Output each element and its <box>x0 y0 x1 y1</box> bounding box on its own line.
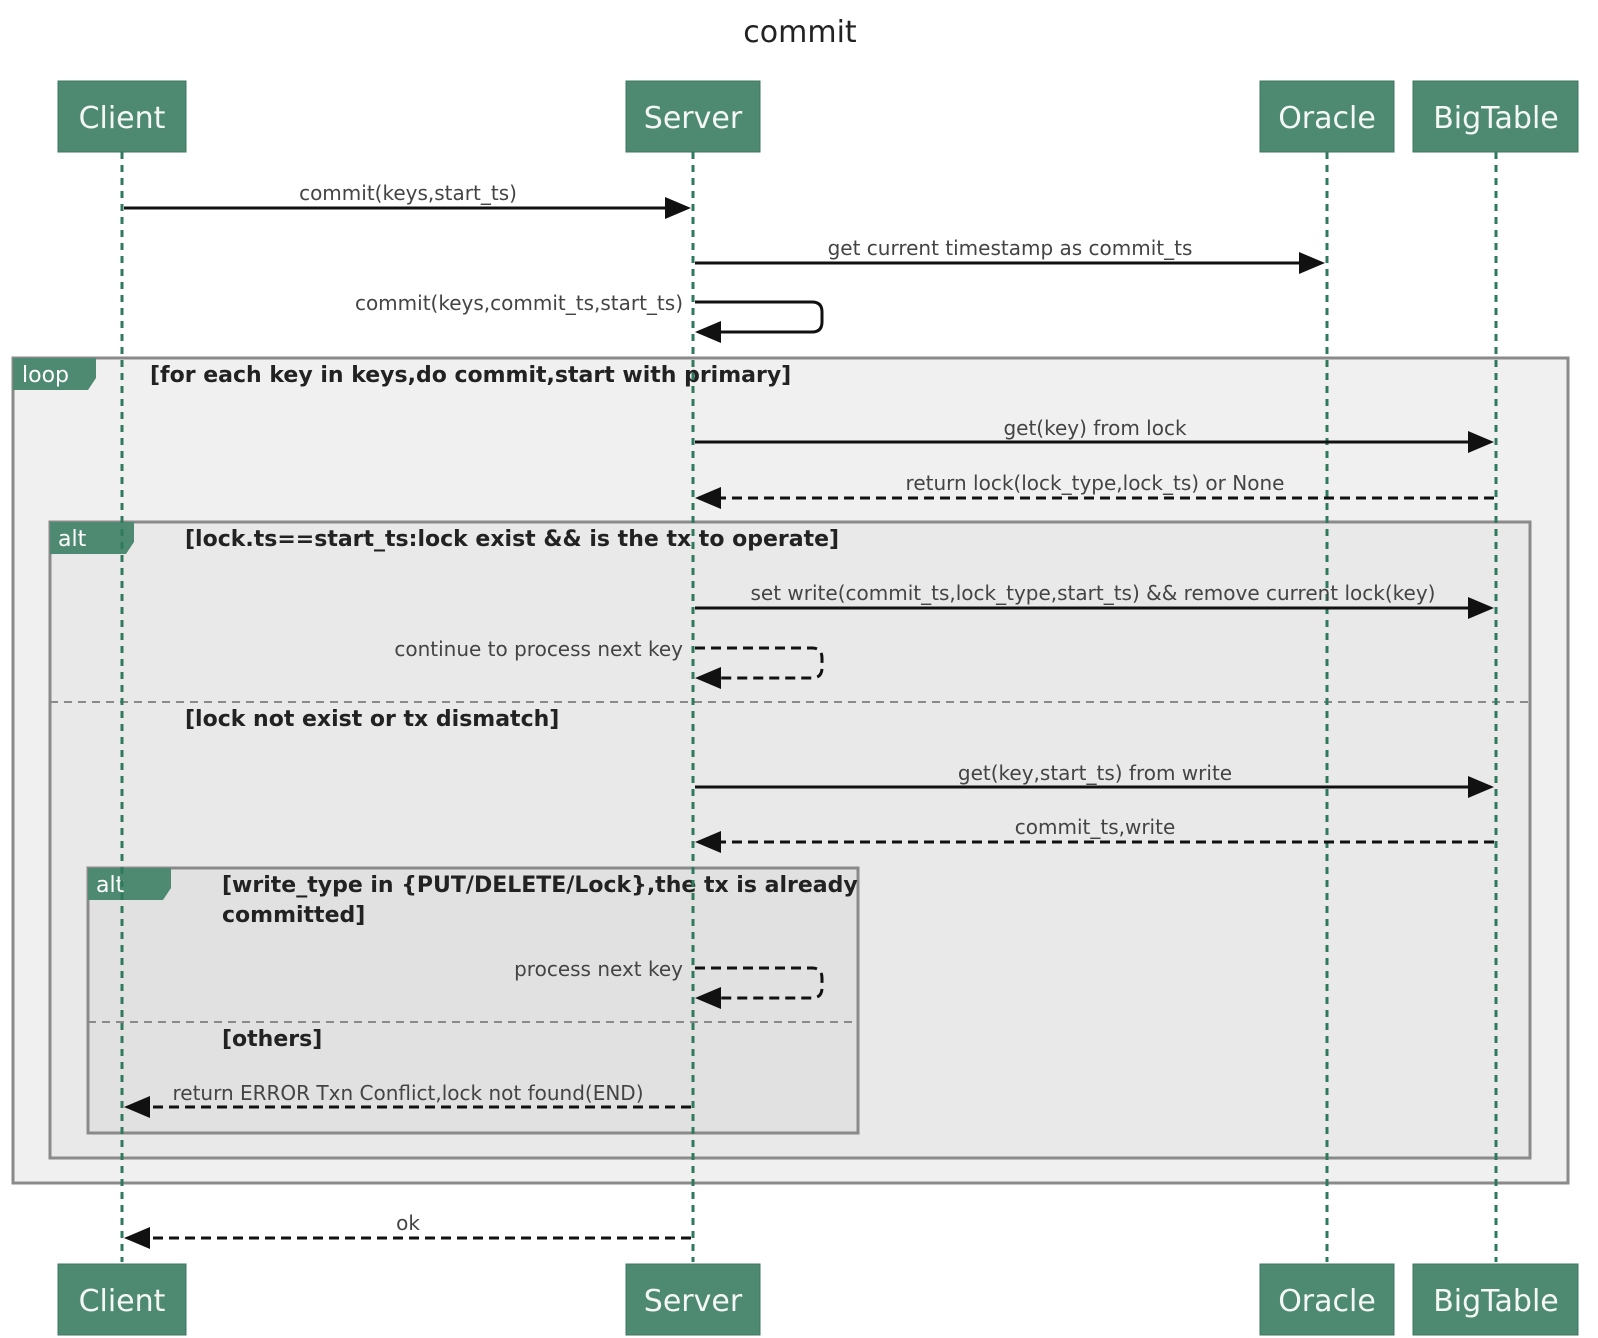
actor-oracle-bottom: Oracle <box>1259 1263 1395 1336</box>
alt-frame-inner-guard-2: [others] <box>222 1027 322 1052</box>
message-ok-label: ok <box>396 1211 420 1235</box>
actor-server-top: Server <box>625 80 761 153</box>
lifelines <box>120 152 1498 1262</box>
actor-bigtable-top-label: BigTable <box>1433 101 1559 136</box>
message-get-lock-label: get(key) from lock <box>1003 416 1187 440</box>
actor-server-bottom: Server <box>625 1263 761 1336</box>
message-get-lock: get(key) from lock <box>695 416 1494 453</box>
message-return-error: return ERROR Txn Conflict,lock not found… <box>124 1081 691 1118</box>
message-return-lock: return lock(lock_type,lock_ts) or None <box>695 471 1494 509</box>
message-process-next-label: process next key <box>514 957 683 981</box>
actor-server-top-label: Server <box>644 101 743 136</box>
message-return-lock-label: return lock(lock_type,lock_ts) or None <box>906 471 1285 495</box>
actor-client-bottom: Client <box>57 1263 187 1336</box>
message-ok: ok <box>124 1211 691 1249</box>
message-return-write: commit_ts,write <box>695 815 1494 853</box>
actor-bigtable-top: BigTable <box>1412 80 1579 153</box>
message-process-next: process next key <box>514 957 824 1009</box>
diagram-title: commit <box>743 15 857 50</box>
alt-frame-inner-tab: alt <box>96 873 125 898</box>
actor-oracle-top: Oracle <box>1259 80 1395 153</box>
message-set-write: set write(commit_ts,lock_type,start_ts) … <box>695 581 1494 619</box>
alt-frame-outer-guard-1: [lock.ts==start_ts:lock exist && is the … <box>185 527 839 552</box>
message-set-write-label: set write(commit_ts,lock_type,start_ts) … <box>751 581 1436 605</box>
alt-frame-outer-tab: alt <box>58 527 87 552</box>
actor-bigtable-bottom-label: BigTable <box>1433 1284 1559 1319</box>
actor-oracle-top-label: Oracle <box>1278 101 1376 136</box>
message-continue-next-label: continue to process next key <box>394 637 683 661</box>
actor-bigtable-bottom: BigTable <box>1412 1263 1579 1336</box>
alt-frame-outer-guard-2: [lock not exist or tx dismatch] <box>185 707 559 732</box>
message-get-write: get(key,start_ts) from write <box>695 761 1494 798</box>
alt-frame-inner-guard-1-line-1: [write_type in {PUT/DELETE/Lock},the tx … <box>222 873 858 898</box>
actor-client-bottom-label: Client <box>79 1284 166 1319</box>
message-commit-request-label: commit(keys,start_ts) <box>299 181 517 205</box>
loop-frame-guard: [for each key in keys,do commit,start wi… <box>150 363 791 388</box>
message-return-error-label: return ERROR Txn Conflict,lock not found… <box>172 1081 643 1105</box>
message-get-timestamp-label: get current timestamp as commit_ts <box>828 236 1193 260</box>
actor-client-top: Client <box>57 80 187 153</box>
message-get-write-label: get(key,start_ts) from write <box>958 761 1232 785</box>
alt-frame-inner-guard-1-line-2: committed] <box>222 903 365 928</box>
message-get-timestamp: get current timestamp as commit_ts <box>695 236 1325 274</box>
actor-oracle-bottom-label: Oracle <box>1278 1284 1376 1319</box>
message-commit-request: commit(keys,start_ts) <box>124 181 691 219</box>
message-continue-next: continue to process next key <box>394 637 824 689</box>
message-self-commit-label: commit(keys,commit_ts,start_ts) <box>355 291 683 315</box>
alt-frame-inner: alt [write_type in {PUT/DELETE/Lock},the… <box>86 866 860 1135</box>
loop-frame-tab: loop <box>22 363 69 388</box>
actor-client-top-label: Client <box>79 101 166 136</box>
actor-server-bottom-label: Server <box>644 1284 743 1319</box>
message-self-commit: commit(keys,commit_ts,start_ts) <box>355 291 824 343</box>
message-return-write-label: commit_ts,write <box>1015 815 1176 839</box>
